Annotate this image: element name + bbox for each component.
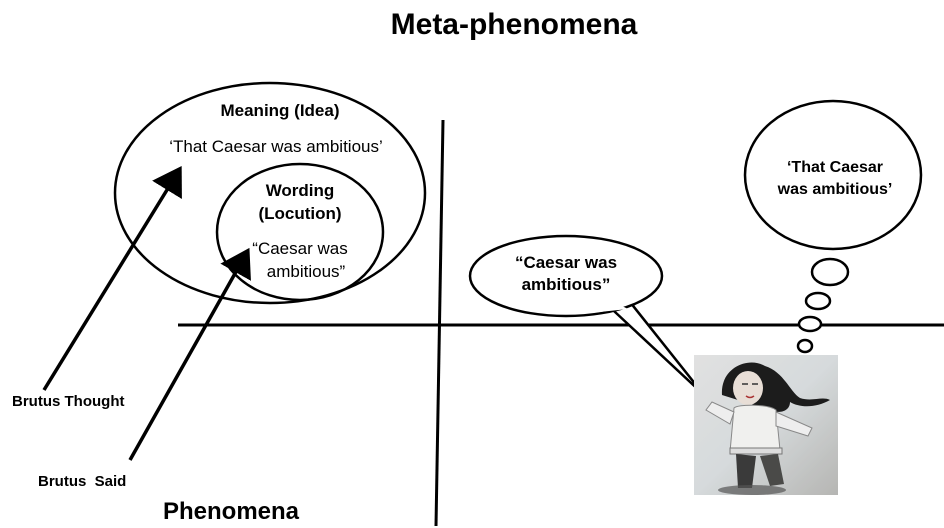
wording-quote-line2: ambitious”	[266, 262, 346, 281]
meaning-quote: ‘That Caesar was ambitious’	[169, 137, 383, 156]
thought-bubble-line1: ‘That Caesar	[786, 159, 884, 176]
thought-bubble-line2: was ambitious’	[777, 181, 893, 198]
wording-heading-line2: (Locution)	[258, 204, 342, 223]
wording-ellipse	[215, 162, 385, 302]
phenomena-title: Phenomena	[163, 498, 300, 525]
person-illustration-icon	[694, 355, 838, 495]
thought-bubble	[743, 99, 923, 354]
wording-heading-line1: Wording	[265, 181, 335, 200]
speech-bubble	[468, 234, 705, 396]
wording-quote-line1: “Caesar was	[252, 239, 348, 258]
thought-dot-3	[797, 315, 823, 333]
brutus-thought-arrow	[42, 166, 182, 391]
brutus-said-label: Brutus Said	[38, 473, 127, 490]
vertical-axis	[434, 119, 445, 527]
thought-dot-1	[810, 257, 850, 287]
thought-dot-2	[804, 291, 832, 311]
brutus-said-arrow	[128, 247, 251, 461]
speech-bubble-line1: “Caesar was	[514, 253, 618, 272]
meaning-heading: Meaning (Idea)	[220, 101, 340, 120]
speech-bubble-line2: ambitious”	[521, 275, 611, 294]
thought-dot-4	[796, 338, 814, 354]
meta-phenomena-title: Meta-phenomena	[390, 8, 638, 41]
brutus-thought-label: Brutus Thought	[12, 393, 125, 410]
meaning-ellipse	[113, 81, 427, 305]
